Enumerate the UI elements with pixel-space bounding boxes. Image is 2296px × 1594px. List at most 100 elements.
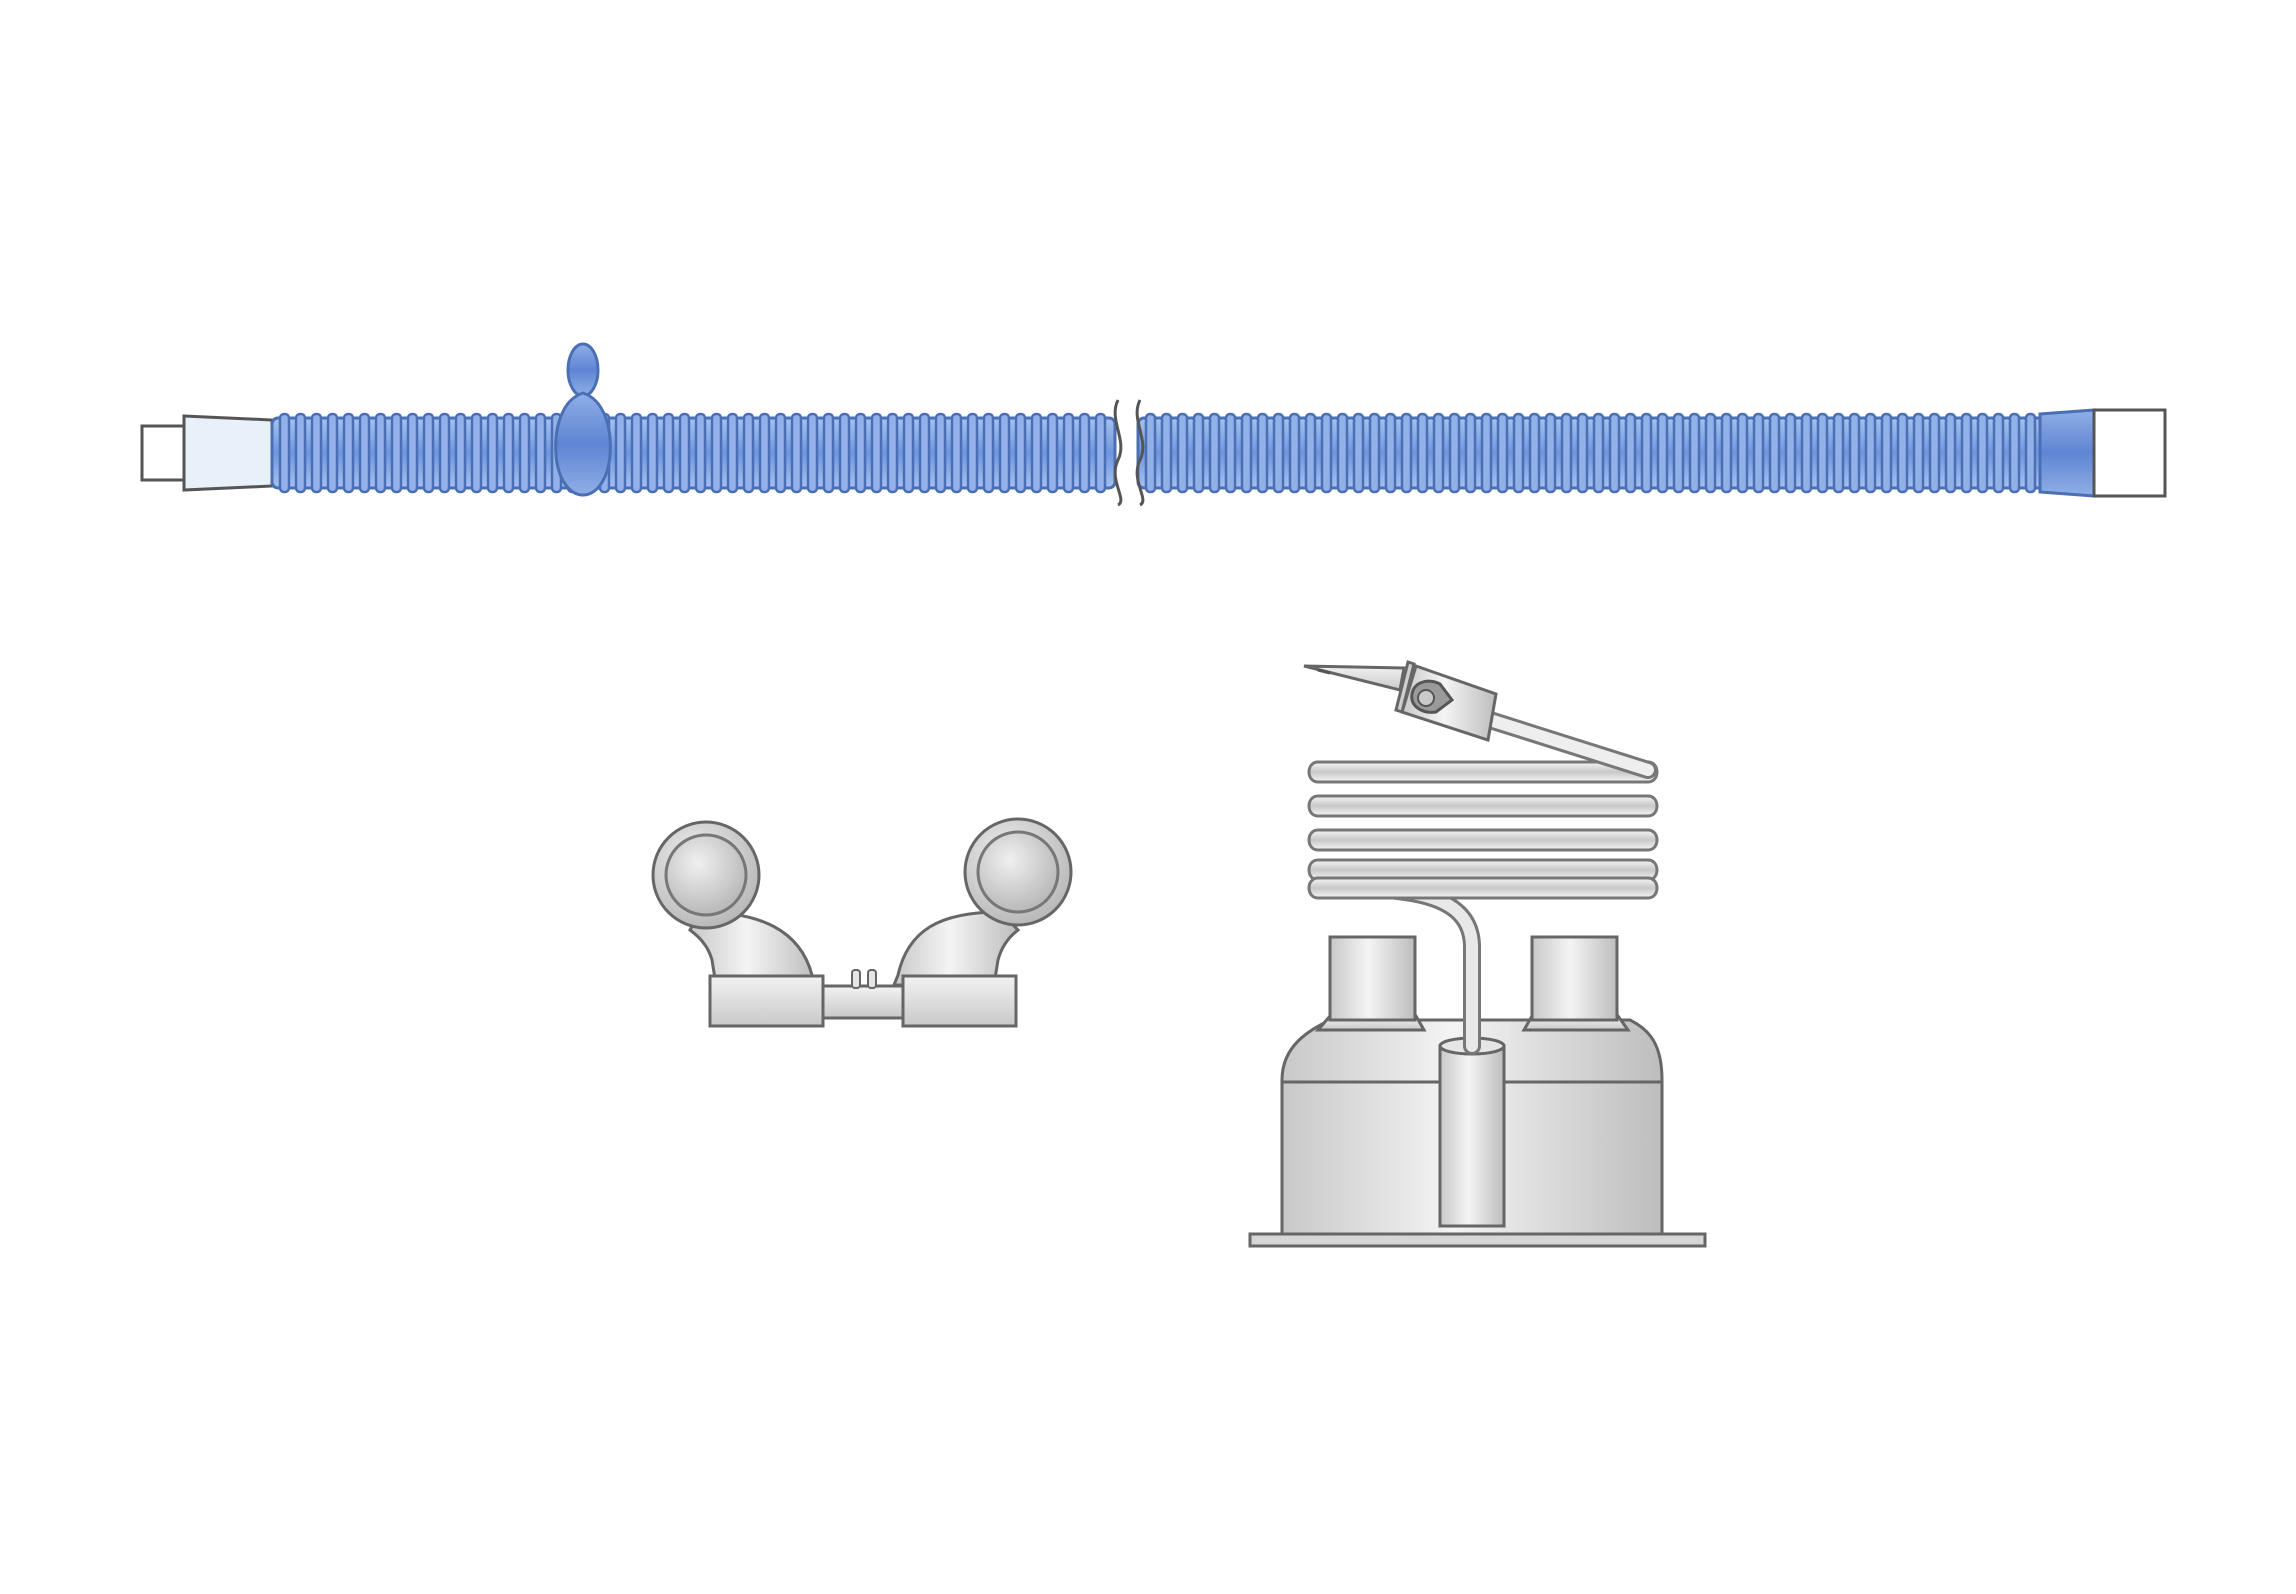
tube-rib [1464, 412, 1477, 494]
tube-rib [1094, 412, 1107, 494]
tube-rib [1672, 412, 1685, 494]
tube-rib [1352, 412, 1365, 494]
chamber-float-column [1438, 1044, 1506, 1228]
tube-rib [774, 412, 787, 494]
tube-rib [1400, 412, 1413, 494]
tube-rib [630, 412, 643, 494]
y-left-collar [708, 974, 825, 1028]
tube-port-body [554, 391, 612, 497]
tube-rib [1816, 412, 1829, 494]
tube-rib [438, 412, 451, 494]
tube-rib [1896, 412, 1909, 494]
tube-rib [822, 412, 835, 494]
tube-rib [662, 412, 675, 494]
tube-rib [390, 412, 403, 494]
tube-left-clear-sleeve [182, 414, 274, 492]
tube-rib [1416, 412, 1429, 494]
tube-rib [1912, 412, 1925, 494]
tube-rib [726, 412, 739, 494]
tube-rib [1864, 412, 1877, 494]
tube-rib [1384, 412, 1397, 494]
tube-rib [678, 412, 691, 494]
tube-rib [1880, 412, 1893, 494]
tube-rib [2008, 412, 2021, 494]
tube-rib [710, 412, 723, 494]
spike-clamp-hole [1417, 689, 1435, 707]
tube-rib [1800, 412, 1813, 494]
tube-rib [2024, 412, 2037, 494]
tube-rib [1208, 412, 1221, 494]
tube-rib [1720, 412, 1733, 494]
tube-rib [1030, 412, 1043, 494]
tube-rib [982, 412, 995, 494]
tube-rib [1176, 412, 1189, 494]
tube-rib [1432, 412, 1445, 494]
tube-rib [1848, 412, 1861, 494]
tube-rib [422, 412, 435, 494]
tube-rib [342, 412, 355, 494]
tube-rib [1704, 412, 1717, 494]
tube-break-mark-right [1135, 399, 1145, 507]
tube-rib [1608, 412, 1621, 494]
tube-rib [1014, 412, 1027, 494]
tube-rib [1046, 412, 1059, 494]
tube-rib [358, 412, 371, 494]
tube-rib [1544, 412, 1557, 494]
tube-rib [278, 412, 291, 494]
coil-loop [1307, 876, 1659, 900]
tube-rib [1288, 412, 1301, 494]
tube-rib [1062, 412, 1075, 494]
spike-flange [1394, 660, 1416, 714]
tube-left-end-cap [140, 424, 190, 482]
tube-rib [902, 412, 915, 494]
tube-rib [326, 412, 339, 494]
tube-rib [998, 412, 1011, 494]
tube-rib [310, 412, 323, 494]
y-bridge [821, 984, 905, 1020]
tube-rib [1192, 412, 1205, 494]
tube-rib [1992, 412, 2005, 494]
tube-rib [790, 412, 803, 494]
tube-rib [1320, 412, 1333, 494]
tube-rib [918, 412, 931, 494]
tube-rib [1976, 412, 1989, 494]
tube-rib [1944, 412, 1957, 494]
tube-rib [614, 412, 627, 494]
tube-rib [1078, 412, 1091, 494]
tube-rib [1832, 412, 1845, 494]
tube-rib [406, 412, 419, 494]
tube-ribs-right [1144, 412, 2037, 494]
tube-rib [294, 412, 307, 494]
tube-rib [1688, 412, 1701, 494]
y-right-collar [901, 974, 1018, 1028]
tube-rib [1336, 412, 1349, 494]
tube-rib [758, 412, 771, 494]
tube-rib [854, 412, 867, 494]
chamber-base-flange [1248, 1232, 1707, 1248]
tube-rib [694, 412, 707, 494]
tube-rib [454, 412, 467, 494]
tube-rib [966, 412, 979, 494]
tube-rib [934, 412, 947, 494]
tube-rib [886, 412, 899, 494]
spike-tubing-inner [1484, 714, 1654, 776]
tube-rib [1448, 412, 1461, 494]
tube-rib [646, 412, 659, 494]
tube-rib [470, 412, 483, 494]
tube-rib [1640, 412, 1653, 494]
tube-rib [1480, 412, 1493, 494]
tube-rib [1224, 412, 1237, 494]
tube-rib [742, 412, 755, 494]
tube-rib [1304, 412, 1317, 494]
tube-rib [1736, 412, 1749, 494]
tube-rib [1576, 412, 1589, 494]
tube-rib [518, 412, 531, 494]
tube-rib [374, 412, 387, 494]
tube-rib [1144, 412, 1157, 494]
tube-rib [1768, 412, 1781, 494]
humidifier-chamber [1248, 660, 1707, 1248]
spike-needle-slot [1317, 668, 1331, 675]
tube-rib [1560, 412, 1573, 494]
